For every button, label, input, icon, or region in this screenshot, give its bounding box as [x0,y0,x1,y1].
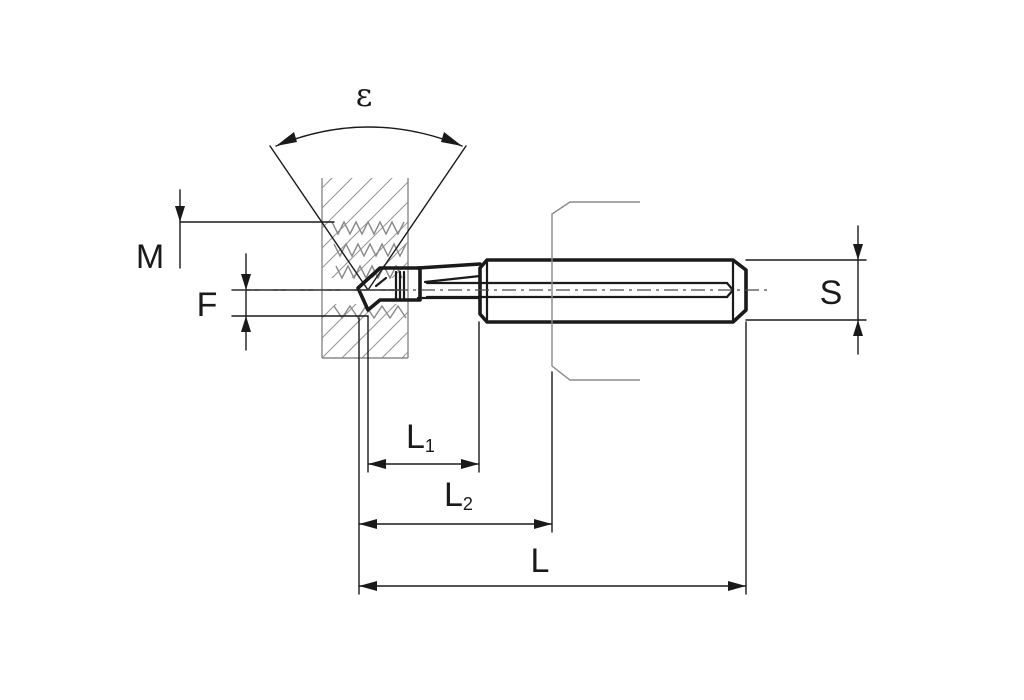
boring-tool [232,258,772,324]
length-dimensions: L1 L2 L [358,315,747,595]
f-arrow-bottom-icon [241,316,251,332]
l1-dimension: L1 [367,418,480,469]
s-arrow-top-icon [853,244,863,260]
s-arrow-bottom-icon [853,320,863,336]
l1-arrow-right-icon [461,459,479,469]
l2-arrow-left-icon [359,519,377,529]
l2-dimension: L2 [358,476,553,529]
angle-arrow-left-icon [276,132,297,146]
l-arrow-right-icon [728,581,746,591]
tool-shank [478,258,748,324]
l2-label: L2 [444,476,473,514]
l1-arrow-left-icon [368,459,386,469]
s-label: S [820,274,843,312]
m-arrow-icon [175,206,185,222]
m-label: M [136,238,164,276]
f-label: F [197,286,218,324]
angle-epsilon-dimension: ε [269,76,467,291]
angle-arc [275,126,463,147]
l2-arrow-right-icon [534,519,552,529]
angle-leg-left [269,145,369,291]
l-arrow-left-icon [359,581,377,591]
thread-diameter-m-dimension: M [136,189,335,276]
l-label: L [531,542,550,580]
l1-label: L1 [406,418,435,456]
tool-cutting-head [356,266,422,312]
angle-leg-right [367,145,467,291]
angle-arrow-right-icon [441,132,462,146]
l-dimension: L [358,542,747,591]
shank-diameter-s-dimension: S [745,225,867,355]
f-arrow-top-icon [241,274,251,290]
workpiece-hatch-top [322,178,408,278]
tool-holder-outline [551,201,640,381]
epsilon-label: ε [356,76,373,114]
profile-depth-f-dimension: F [197,253,401,351]
workpiece-section [321,178,409,359]
